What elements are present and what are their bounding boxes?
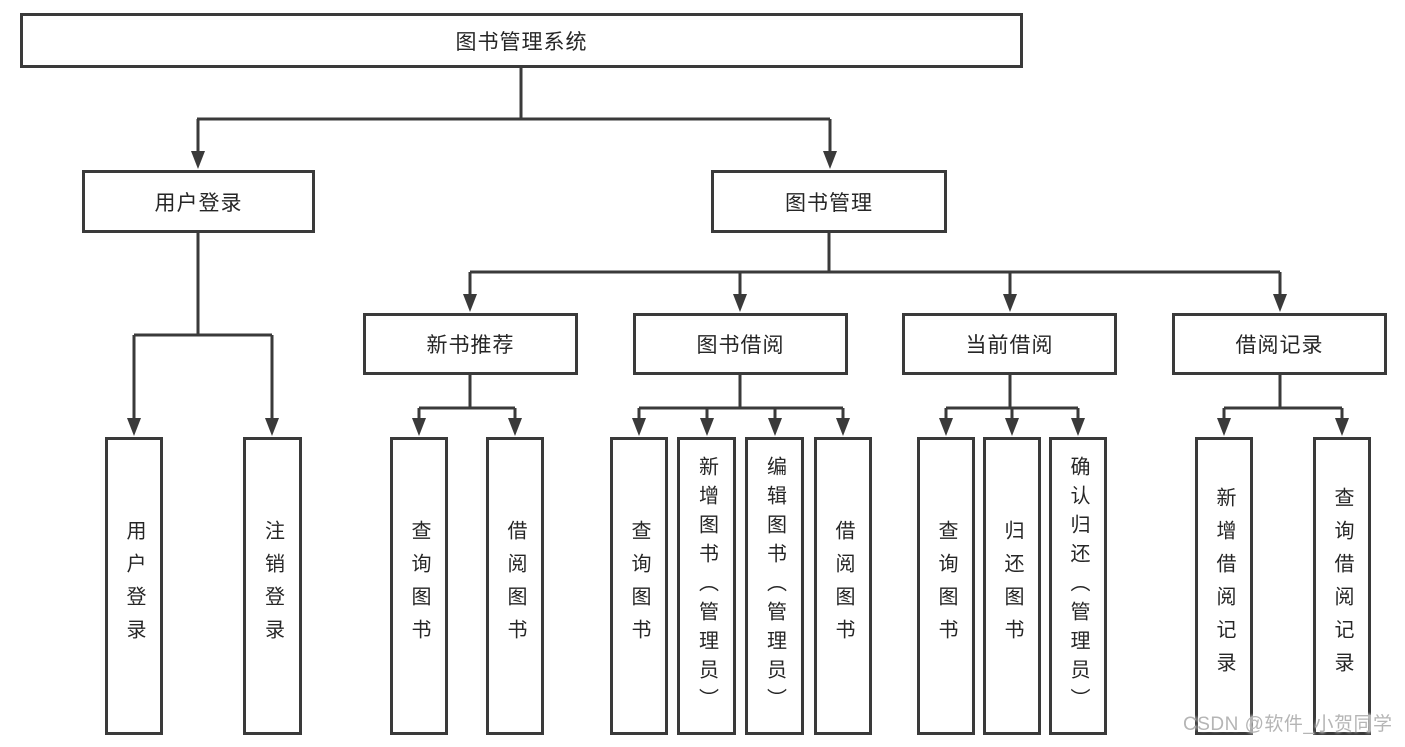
node-book-borrowing: 图书借阅 xyxy=(633,313,848,375)
leaf-query-books-1: 查询图书 xyxy=(390,437,448,735)
node-new-book-recommend: 新书推荐 xyxy=(363,313,578,375)
leaf-borrow-books-1: 借阅图书 xyxy=(486,437,544,735)
leaf-add-borrow-record: 新增借阅记录 xyxy=(1195,437,1253,735)
leaf-query-books-3: 查询图书 xyxy=(917,437,975,735)
leaf-query-books-2: 查询图书 xyxy=(610,437,668,735)
leaf-confirm-return-admin: 确认归还（管理员） xyxy=(1049,437,1107,735)
leaf-query-borrow-record: 查询借阅记录 xyxy=(1313,437,1371,735)
leaf-logout-login: 注销登录 xyxy=(243,437,302,735)
watermark: CSDN @软件_小贺同学 xyxy=(1183,714,1393,735)
node-current-borrowing: 当前借阅 xyxy=(902,313,1117,375)
node-user-login: 用户登录 xyxy=(82,170,315,233)
leaf-return-books: 归还图书 xyxy=(983,437,1041,735)
leaf-borrow-books-2: 借阅图书 xyxy=(814,437,872,735)
leaf-add-book-admin: 新增图书（管理员） xyxy=(677,437,736,735)
leaf-user-login: 用户登录 xyxy=(105,437,163,735)
node-book-management: 图书管理 xyxy=(711,170,947,233)
node-root: 图书管理系统 xyxy=(20,13,1023,68)
arrowheads xyxy=(127,151,1349,436)
leaf-edit-book-admin: 编辑图书（管理员） xyxy=(745,437,804,735)
node-borrowing-records: 借阅记录 xyxy=(1172,313,1387,375)
